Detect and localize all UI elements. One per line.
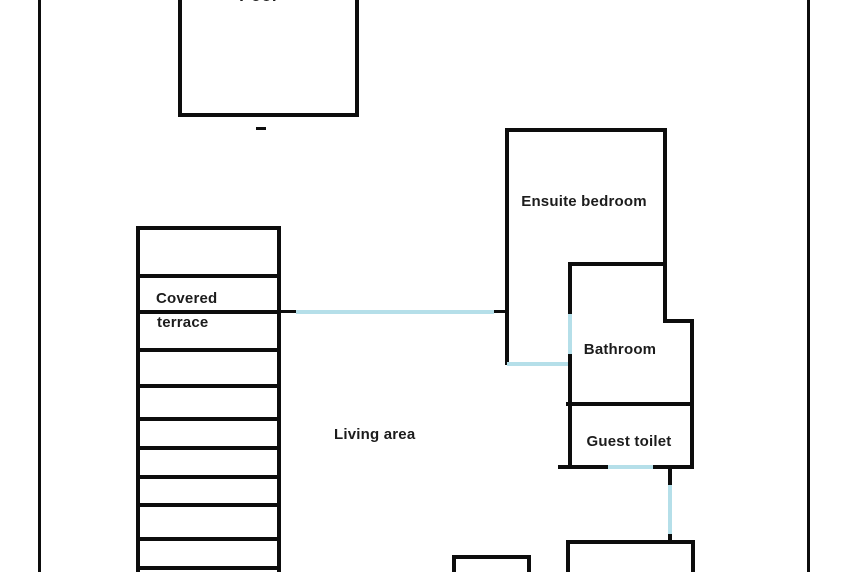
passage-tick-top	[668, 469, 672, 485]
terrace-connector-tick-left	[281, 310, 296, 313]
pool-label: Pool	[208, 0, 308, 6]
plot-border-left	[38, 0, 41, 572]
guest-toilet-wall-right	[690, 402, 694, 468]
bathroom-wall-bottom	[566, 402, 694, 406]
bathroom-wall-right	[690, 319, 694, 406]
pool-wall-left	[178, 0, 182, 117]
corridor-door-opening	[507, 362, 570, 366]
ensuite-bedroom-label: Ensuite bedroom	[521, 193, 647, 210]
terrace-slat	[136, 417, 281, 421]
bathroom-wall-left-upper	[568, 262, 572, 314]
guest-toilet-wall-bottom-right	[653, 465, 694, 469]
terrace-connector-opening	[296, 310, 494, 314]
terrace-slat	[136, 475, 281, 479]
living-area-label: Living area	[334, 426, 416, 443]
terrace-wall-left	[136, 226, 140, 572]
terrace-slat	[136, 503, 281, 507]
small-structure-wall-top	[452, 555, 531, 559]
terrace-slat	[136, 310, 281, 314]
bathroom-wall-jog	[663, 319, 694, 323]
bathroom-label: Bathroom	[583, 341, 657, 358]
terrace-wall-right	[277, 226, 281, 572]
pool-wall-right	[355, 0, 359, 117]
pool-annotation-dash	[256, 127, 266, 130]
pool-wall-bottom	[178, 113, 359, 117]
ensuite-bedroom-wall-left	[505, 128, 509, 365]
plot-border-right	[807, 0, 810, 572]
bathroom-wall-top	[568, 262, 667, 266]
terrace-slat	[136, 348, 281, 352]
lower-room-wall-top	[566, 540, 695, 544]
terrace-slat	[136, 226, 281, 230]
terrace-slat	[136, 566, 281, 570]
bathroom-wall-left-lower	[568, 354, 572, 406]
ensuite-bedroom-wall-top	[505, 128, 667, 132]
guest-toilet-wall-left	[568, 402, 572, 468]
small-structure-wall-left	[452, 555, 456, 572]
terrace-slat	[136, 446, 281, 450]
guest-toilet-door-opening	[608, 465, 653, 469]
ensuite-bedroom-wall-right	[663, 128, 667, 323]
guest-toilet-wall-bottom-left	[558, 465, 608, 469]
covered-terrace-label-line2: terrace	[157, 314, 209, 331]
covered-terrace-label-line1: Covered	[156, 290, 218, 307]
terrace-slat	[136, 274, 281, 278]
passage-opening	[668, 485, 672, 534]
lower-room-wall-left	[566, 540, 570, 572]
terrace-slat	[136, 537, 281, 541]
guest-toilet-label: Guest toilet	[586, 433, 672, 450]
terrace-slat	[136, 384, 281, 388]
small-structure-wall-right	[527, 555, 531, 572]
lower-room-wall-right	[691, 540, 695, 572]
terrace-connector-tick-right	[494, 310, 507, 313]
passage-tick-bottom	[668, 534, 672, 542]
bathroom-door-opening	[568, 314, 572, 354]
